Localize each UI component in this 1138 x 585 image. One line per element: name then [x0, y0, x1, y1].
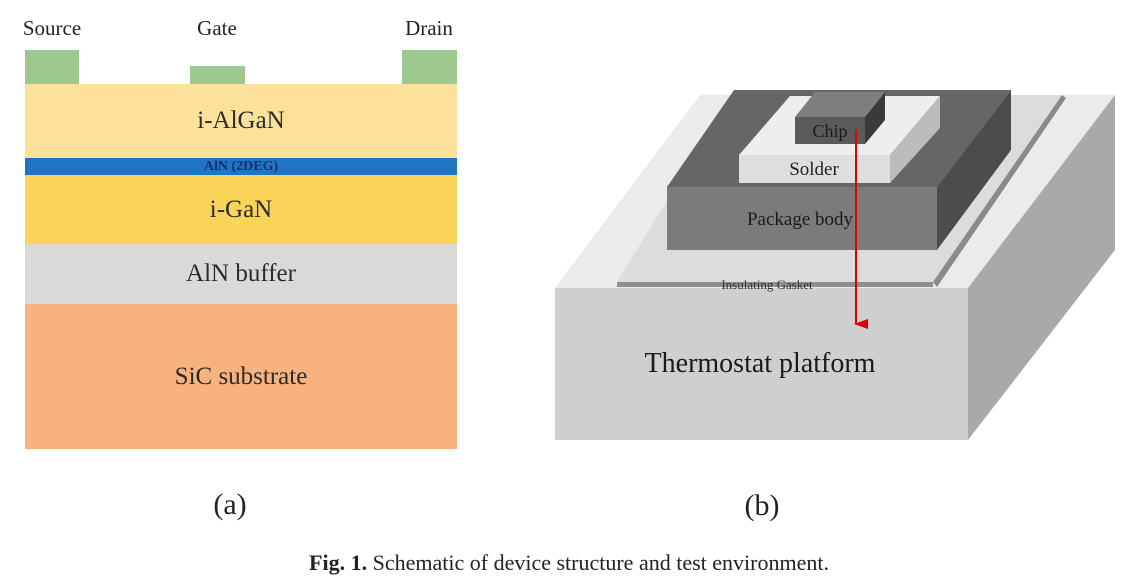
aln-buffer-layer-label: AlN buffer	[186, 260, 296, 287]
gasket-side-edge	[933, 95, 1066, 287]
chip-side-face	[865, 92, 885, 144]
chip-top-face	[795, 92, 885, 117]
gate-label: Gate	[197, 16, 237, 40]
panel-b-label: (b)	[745, 489, 780, 522]
figure-caption: Fig. 1. Schematic of device structure an…	[0, 550, 1138, 576]
solder-label: Solder	[789, 159, 839, 180]
gasket-label: Insulating Gasket	[721, 277, 813, 292]
algan-layer-label: i-AlGaN	[197, 107, 285, 134]
package-body-label: Package body	[747, 209, 854, 230]
source-label: Source	[22, 16, 82, 40]
platform-side-face	[968, 95, 1115, 440]
aln-buffer-layer: AlN buffer	[25, 244, 457, 304]
sic-substrate-layer: SiC substrate	[25, 304, 457, 449]
package-body-side-face	[937, 90, 1011, 250]
package-body-front-face	[667, 187, 937, 250]
drain-contact	[402, 50, 457, 84]
gasket-front-edge	[617, 282, 933, 287]
caption-prefix: Fig. 1.	[309, 550, 368, 575]
solder-side-face	[890, 96, 940, 183]
aln-2deg-layer: AlN (2DEG)	[25, 158, 457, 175]
aln-2deg-layer-label: AlN (2DEG)	[203, 158, 279, 174]
chip-front-face	[795, 117, 865, 144]
algan-layer: i-AlGaN	[25, 84, 457, 158]
panel-a-label: (a)	[213, 488, 247, 521]
chip-label: Chip	[812, 121, 847, 141]
source-contact	[25, 50, 79, 84]
caption-text: Schematic of device structure and test e…	[372, 550, 829, 575]
gan-layer: i-GaN	[25, 175, 457, 244]
solder-front-face	[739, 155, 890, 183]
drain-label: Drain	[405, 16, 453, 40]
platform-front-face	[555, 288, 968, 440]
platform-label: Thermostat platform	[645, 348, 876, 379]
sic-substrate-layer-label: SiC substrate	[174, 362, 308, 390]
gan-layer-label: i-GaN	[209, 195, 273, 223]
gate-contact	[190, 66, 245, 84]
